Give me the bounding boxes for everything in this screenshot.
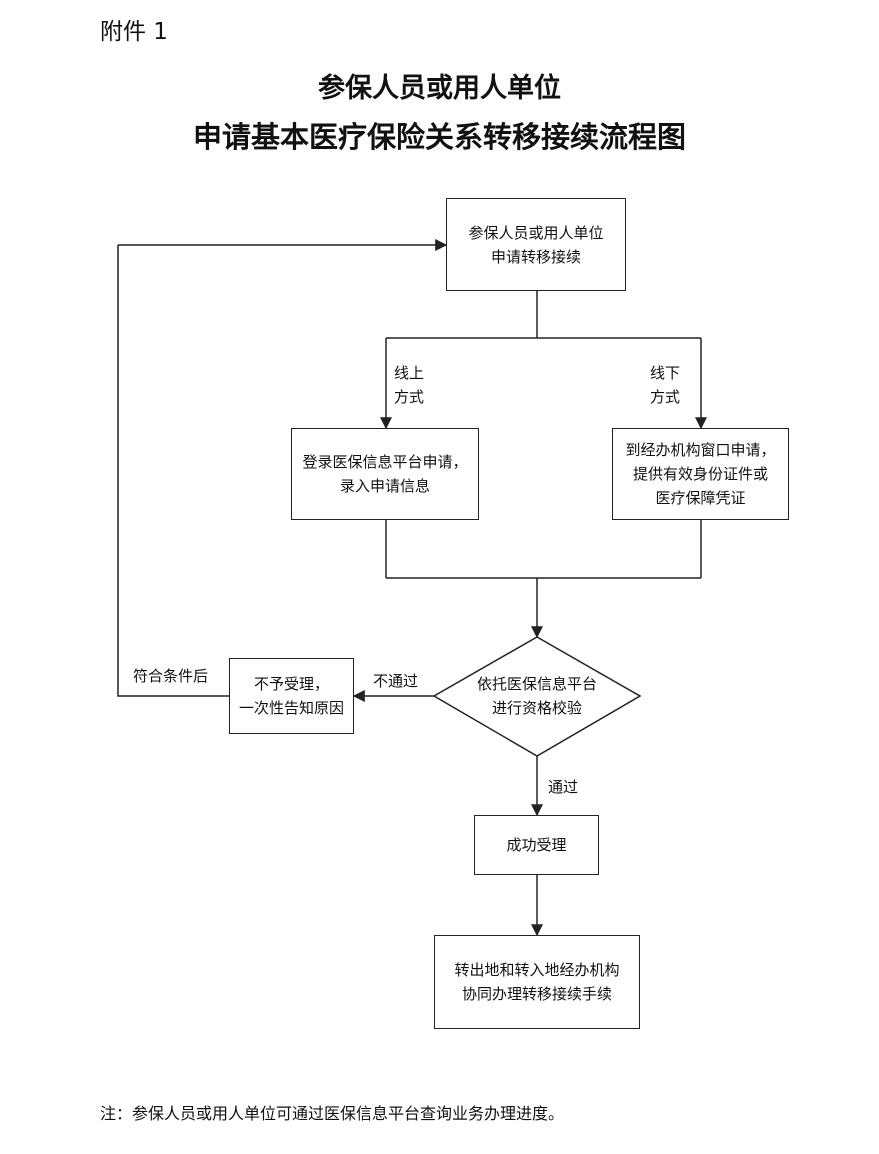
title-line-1: 参保人员或用人单位 [318, 73, 561, 104]
node-check-line: 依托医保信息平台 [476, 675, 597, 693]
node-check-line: 进行资格校验 [491, 699, 582, 717]
node-final-line: 协同办理转移接续手续 [461, 985, 612, 1003]
edge-label-offline: 线下 方式 [650, 361, 680, 409]
edge-label-fail: 不通过 [373, 672, 419, 690]
node-reject: 不予受理， 一次性告知原因 [229, 658, 354, 734]
node-start-line: 申请转移接续 [490, 247, 581, 266]
edge-label-offline-line: 线下 [650, 364, 681, 382]
footnote: 注：参保人员或用人单位可通过医保信息平台查询业务办理进度。 [100, 1104, 565, 1123]
node-offline-line: 提供有效身份证件或 [632, 465, 768, 483]
edge-label-offline-line: 方式 [650, 388, 681, 406]
node-accept: 成功受理 [474, 815, 599, 875]
edge-label-loop: 符合条件后 [133, 667, 209, 685]
node-start-line: 参保人员或用人单位 [468, 223, 604, 242]
node-reject-line: 一次性告知原因 [238, 699, 344, 717]
node-check: 依托医保信息平台 进行资格校验 [454, 666, 620, 726]
node-start: 参保人员或用人单位 申请转移接续 [446, 198, 626, 291]
check-diamond [432, 636, 642, 757]
title-line-2: 申请基本医疗保险关系转移接续流程图 [192, 120, 686, 154]
edge-label-online: 线上 方式 [394, 361, 424, 409]
node-reject-line: 不予受理， [253, 675, 329, 693]
node-offline: 到经办机构窗口申请， 提供有效身份证件或 医疗保障凭证 [612, 428, 789, 520]
edge-label-online-line: 线上 [394, 364, 425, 382]
node-online-line: 登录医保信息平台申请， [302, 453, 468, 471]
node-accept-line: 成功受理 [506, 836, 567, 854]
edge-label-pass: 通过 [548, 778, 579, 796]
node-offline-line: 到经办机构窗口申请， [625, 441, 776, 459]
edge-label-online-line: 方式 [394, 388, 425, 406]
attachment-label: 附件 1 [100, 19, 168, 45]
node-online: 登录医保信息平台申请， 录入申请信息 [291, 428, 479, 520]
connector-loop [117, 245, 229, 697]
node-online-line: 录入申请信息 [339, 477, 430, 495]
node-final-line: 转出地和转入地经办机构 [454, 961, 620, 979]
node-final: 转出地和转入地经办机构 协同办理转移接续手续 [434, 935, 640, 1029]
node-offline-line: 医疗保障凭证 [655, 489, 746, 507]
